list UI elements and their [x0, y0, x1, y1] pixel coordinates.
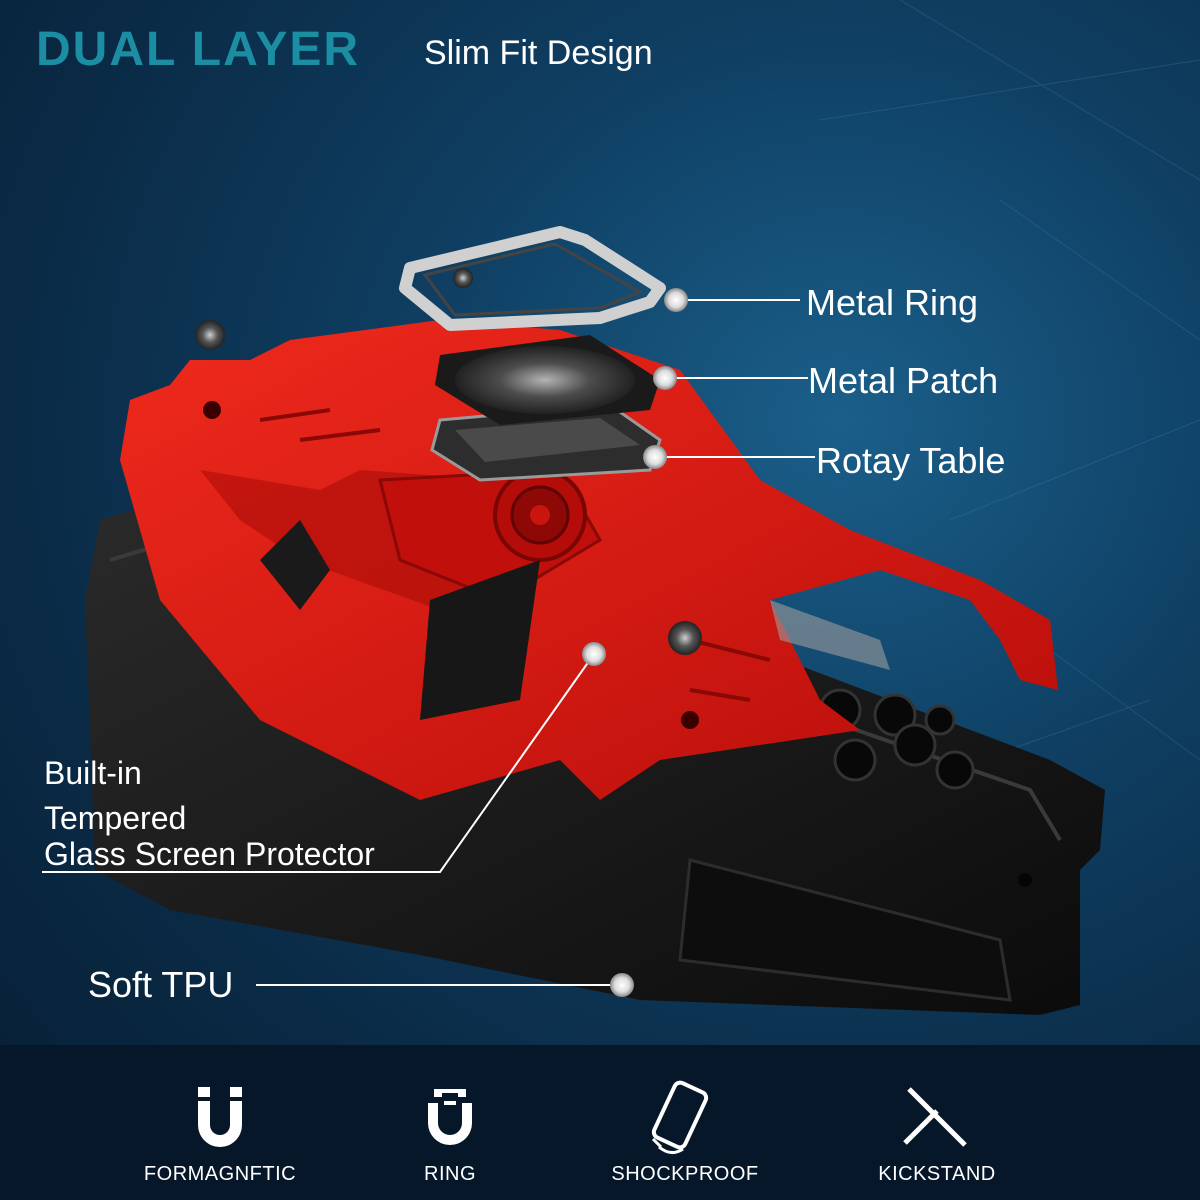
metal-patch-label: Metal Patch — [808, 360, 999, 401]
metal-patch-dot — [653, 366, 677, 390]
rotary-table-dot — [643, 445, 667, 469]
red-hard-shell — [120, 320, 1058, 800]
soft-tpu-dot — [610, 973, 634, 997]
phone-shockproof-icon — [649, 1075, 721, 1164]
background-network-lines — [819, 0, 1200, 761]
rotary-table-label: Rotay Table — [816, 440, 1006, 481]
page-title: DUAL LAYER — [36, 23, 361, 76]
feature-ring: RING — [330, 1045, 570, 1200]
soft-tpu-label: Soft TPU — [88, 964, 234, 1005]
ring-icon — [422, 1085, 478, 1154]
feature-kickstand-label: KICKSTAND — [878, 1163, 996, 1185]
tempered-label: Tempered — [44, 800, 187, 836]
feature-kickstand: KICKSTAND — [817, 1045, 1057, 1200]
kickstand-icon — [901, 1081, 973, 1154]
metal-ring-dot — [664, 288, 688, 312]
built-in-label: Built-in — [44, 755, 142, 791]
feature-shockproof-label: SHOCKPROOF — [611, 1163, 759, 1185]
feature-ring-label: RING — [424, 1163, 476, 1185]
magnet-icon — [192, 1085, 248, 1154]
feature-magnetic: FORMAGNFTIC — [100, 1045, 340, 1200]
glass-screen-protector-label: Glass Screen Protector — [44, 836, 375, 872]
screen-protector-leader — [42, 653, 595, 873]
metal-disc-decorations — [195, 320, 702, 655]
metal-patch-part — [435, 335, 660, 425]
page-subtitle: Slim Fit Design — [424, 34, 653, 72]
feature-magnetic-label: FORMAGNFTIC — [143, 1163, 297, 1185]
feature-shockproof: SHOCKPROOF — [565, 1045, 805, 1200]
features-bar: FORMAGNFTIC RING SHOCKPROOF — [0, 1045, 1200, 1200]
screen-protector-dot — [582, 642, 606, 666]
metal-ring-label: Metal Ring — [806, 282, 979, 323]
callout-lines — [42, 299, 815, 986]
callout-dots — [582, 288, 688, 997]
metal-ring-part — [399, 226, 666, 331]
